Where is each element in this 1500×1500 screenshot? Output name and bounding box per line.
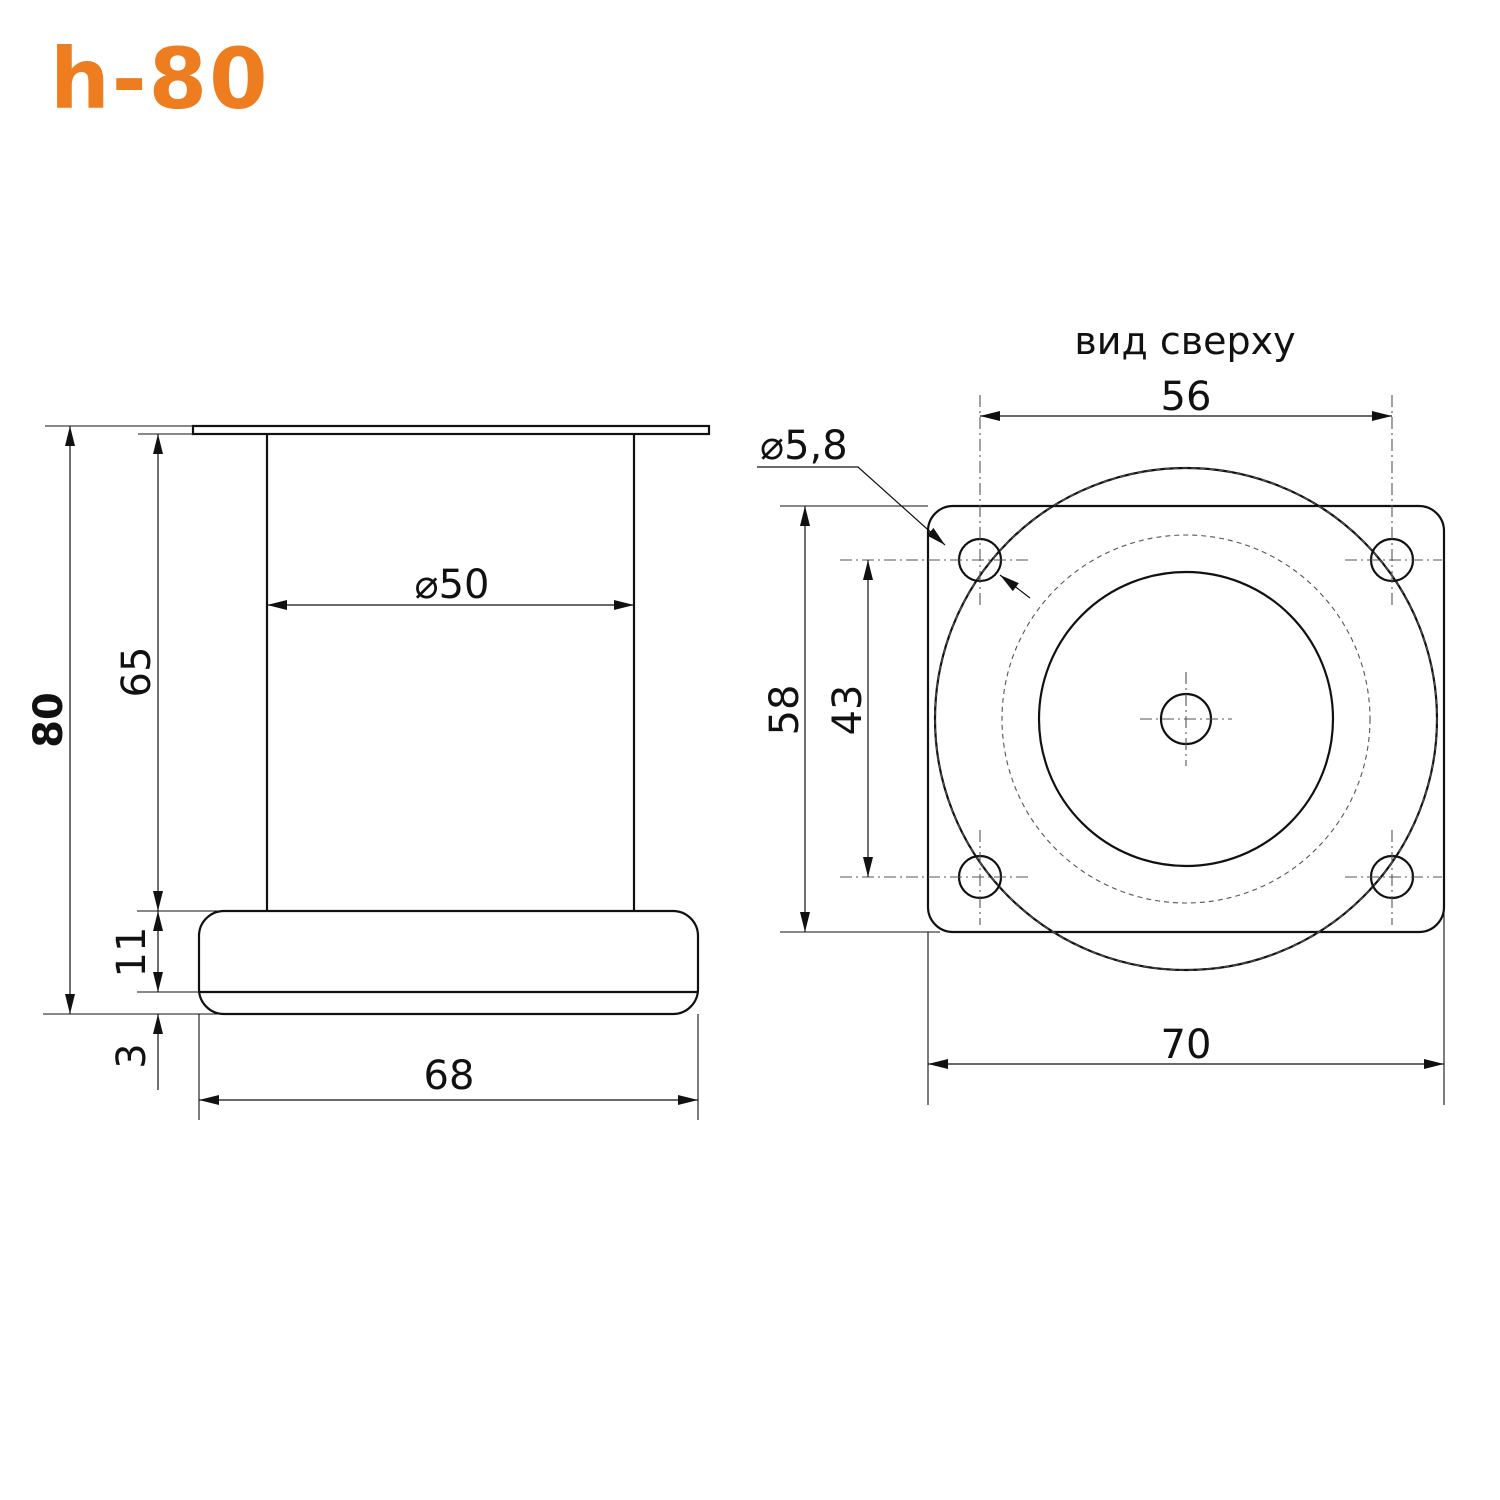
hidden-body-circle <box>1001 534 1371 904</box>
page-title: h-80 <box>50 30 270 128</box>
top-view-label: вид сверху <box>1074 319 1295 363</box>
mounting-plate <box>926 504 1446 934</box>
top-view: вид сверху 56 <box>757 319 1446 1105</box>
dimension-label-body-height: 65 <box>114 647 160 698</box>
dimension-label-hole-diameter: ⌀5,8 <box>760 423 848 469</box>
top-plate <box>191 424 711 436</box>
dimension-label-body-diameter: ⌀50 <box>415 562 490 608</box>
dimension-label-plate-width: 70 <box>1161 1022 1212 1068</box>
dimension-label-base-width: 68 <box>424 1053 475 1099</box>
dimension-label-total-height: 80 <box>26 692 72 748</box>
hidden-base-circle <box>934 467 1438 971</box>
side-view: 80 65 11 3 ⌀50 68 <box>26 424 711 1120</box>
base-foot <box>197 909 700 1016</box>
body-circle <box>1037 570 1335 868</box>
dimension-label-hole-spacing-y: 43 <box>825 685 871 736</box>
dimension-label-plate-height: 58 <box>762 685 808 736</box>
dimension-label-base-height: 11 <box>109 927 155 978</box>
dimension-label-hole-spacing-x: 56 <box>1161 374 1212 420</box>
hole-diameter-leader <box>757 466 946 546</box>
dimension-label-plate-thickness: 3 <box>109 1043 155 1068</box>
